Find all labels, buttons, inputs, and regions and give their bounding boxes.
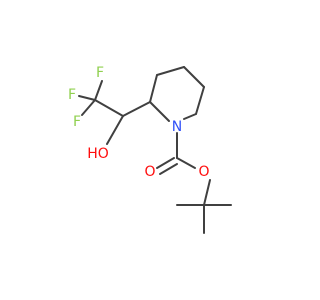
bond-c2-choh [122, 101, 151, 117]
atom-label-f-top: F [96, 65, 104, 81]
atom-label-f-left: F [68, 87, 76, 103]
bond-carbonyl-ester-o [176, 157, 196, 169]
structure-diagram: F F F HO N O O [68, 65, 232, 234]
atom-label-f-mid: F [73, 114, 81, 130]
atom-label-nitrogen: N [172, 119, 182, 135]
atom-label-carbonyl-oxygen: O [144, 164, 155, 180]
bond-n-c2 [149, 101, 170, 122]
bond-ester-o-tbu [203, 179, 211, 206]
atom-label-hydroxyl: HO [87, 146, 109, 162]
bond-carbonyl-double-b [159, 163, 178, 175]
atom-label-ester-oxygen: O [198, 164, 209, 180]
bond-c3-c4 [156, 66, 185, 76]
bond-c6-n [183, 113, 197, 120]
bond-cf3-f-mid [81, 99, 96, 116]
bond-carbonyl-double-a [156, 157, 175, 169]
bond-choh-oh [106, 115, 124, 145]
bond-c2-c3 [149, 74, 158, 103]
bond-choh-cf3 [94, 99, 124, 117]
bond-c4-c5 [183, 66, 205, 88]
molecule-canvas: F F F HO N O O [68, 65, 232, 234]
bond-cf3-f-top [94, 80, 103, 101]
bond-c5-c6 [195, 86, 205, 115]
bond-cf3-f-left [78, 95, 96, 101]
